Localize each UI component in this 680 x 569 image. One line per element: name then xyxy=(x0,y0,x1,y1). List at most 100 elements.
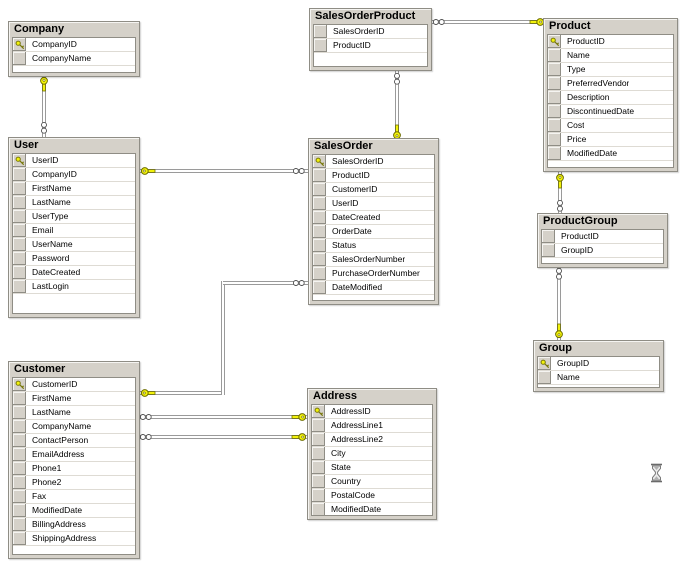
column-row-firstname[interactable]: FirstName xyxy=(13,182,135,196)
relationship-address-customer-billing-line[interactable] xyxy=(140,415,307,419)
column-row-lastlogin[interactable]: LastLogin xyxy=(13,280,135,294)
column-name: ProductID xyxy=(567,36,605,46)
row-selector xyxy=(312,503,325,515)
column-row-usertype[interactable]: UserType xyxy=(13,210,135,224)
column-row-modifieddate[interactable]: ModifiedDate xyxy=(548,147,673,161)
column-row-country[interactable]: Country xyxy=(312,475,432,489)
column-row-password[interactable]: Password xyxy=(13,252,135,266)
infinity-icon xyxy=(40,121,48,135)
column-row-shippingaddress[interactable]: ShippingAddress xyxy=(13,532,135,546)
column-row-phone1[interactable]: Phone1 xyxy=(13,462,135,476)
column-row-lastname[interactable]: LastName xyxy=(13,406,135,420)
column-row-salesordernumber[interactable]: SalesOrderNumber xyxy=(313,253,434,267)
relationship-user-salesorder-line[interactable] xyxy=(140,169,308,173)
relationship-customer-salesorder-line[interactable] xyxy=(223,281,308,285)
column-row-datecreated[interactable]: DateCreated xyxy=(13,266,135,280)
column-row-orderdate[interactable]: OrderDate xyxy=(313,225,434,239)
row-selector xyxy=(542,230,555,243)
column-row-state[interactable]: State xyxy=(312,461,432,475)
column-row-type[interactable]: Type xyxy=(548,63,673,77)
relationship-customer-salesorder-line[interactable] xyxy=(140,391,225,395)
column-row-addressid[interactable]: AddressID xyxy=(312,405,432,419)
column-row-productid[interactable]: ProductID xyxy=(548,35,673,49)
relationship-product-salesorderproduct-line[interactable] xyxy=(432,20,543,24)
column-row-companyname[interactable]: CompanyName xyxy=(13,52,135,66)
column-row-purchaseordernumber[interactable]: PurchaseOrderNumber xyxy=(313,267,434,281)
primary-key-icon xyxy=(312,405,325,418)
column-row-name[interactable]: Name xyxy=(548,49,673,63)
column-row-modifieddate[interactable]: ModifiedDate xyxy=(312,503,432,515)
column-name: ProductID xyxy=(332,170,370,180)
column-row-phone2[interactable]: Phone2 xyxy=(13,476,135,490)
column-row-userid[interactable]: UserID xyxy=(13,154,135,168)
column-row-email[interactable]: Email xyxy=(13,224,135,238)
relationship-product-productgroup-line[interactable] xyxy=(558,172,562,213)
table-title-user[interactable]: User xyxy=(14,139,39,151)
column-row-groupid[interactable]: GroupID xyxy=(542,244,663,258)
table-title-productgroup[interactable]: ProductGroup xyxy=(543,215,618,227)
column-row-lastname[interactable]: LastName xyxy=(13,196,135,210)
table-title-customer[interactable]: Customer xyxy=(14,363,66,375)
relationship-salesorder-salesorderproduct-line[interactable] xyxy=(395,71,399,138)
column-row-datemodified[interactable]: DateModified xyxy=(313,281,434,295)
table-title-address[interactable]: Address xyxy=(313,390,358,402)
column-row-billingaddress[interactable]: BillingAddress xyxy=(13,518,135,532)
column-row-preferredvendor[interactable]: PreferredVendor xyxy=(548,77,673,91)
column-row-discontinueddate[interactable]: DiscontinuedDate xyxy=(548,105,673,119)
relationship-company-user-line[interactable] xyxy=(42,77,46,137)
column-row-companyname[interactable]: CompanyName xyxy=(13,420,135,434)
column-row-username[interactable]: UserName xyxy=(13,238,135,252)
column-row-city[interactable]: City xyxy=(312,447,432,461)
column-row-companyid[interactable]: CompanyID xyxy=(13,38,135,52)
column-row-customerid[interactable]: CustomerID xyxy=(313,183,434,197)
column-name: AddressLine2 xyxy=(331,434,383,444)
column-row-addressline1[interactable]: AddressLine1 xyxy=(312,419,432,433)
column-row-price[interactable]: Price xyxy=(548,133,673,147)
column-row-description[interactable]: Description xyxy=(548,91,673,105)
column-row-emailaddress[interactable]: EmailAddress xyxy=(13,448,135,462)
column-row-firstname[interactable]: FirstName xyxy=(13,392,135,406)
relationship-customer-salesorder-line[interactable] xyxy=(221,281,225,395)
column-row-fax[interactable]: Fax xyxy=(13,490,135,504)
column-row-postalcode[interactable]: PostalCode xyxy=(312,489,432,503)
table-title-salesorder[interactable]: SalesOrder xyxy=(314,140,373,152)
relationship-address-customer-shipping-line[interactable] xyxy=(140,435,307,439)
row-selector xyxy=(13,266,26,279)
column-row-userid[interactable]: UserID xyxy=(313,197,434,211)
column-row-productid[interactable]: ProductID xyxy=(313,169,434,183)
column-name: GroupID xyxy=(557,358,590,368)
relationship-group-productgroup-line[interactable] xyxy=(557,267,561,340)
column-row-datecreated[interactable]: DateCreated xyxy=(313,211,434,225)
column-row-name[interactable]: Name xyxy=(538,371,659,385)
primary-key-icon xyxy=(13,38,26,51)
column-row-productid[interactable]: ProductID xyxy=(314,39,427,53)
column-row-contactperson[interactable]: ContactPerson xyxy=(13,434,135,448)
column-row-cost[interactable]: Cost xyxy=(548,119,673,133)
column-row-modifieddate[interactable]: ModifiedDate xyxy=(13,504,135,518)
column-row-status[interactable]: Status xyxy=(313,239,434,253)
column-row-addressline2[interactable]: AddressLine2 xyxy=(312,433,432,447)
column-row-salesorderid[interactable]: SalesOrderID xyxy=(313,155,434,169)
column-row-productid[interactable]: ProductID xyxy=(542,230,663,244)
table-title-group[interactable]: Group xyxy=(539,342,572,354)
column-row-companyid[interactable]: CompanyID xyxy=(13,168,135,182)
table-title-product[interactable]: Product xyxy=(549,20,591,32)
column-row-customerid[interactable]: CustomerID xyxy=(13,378,135,392)
column-row-salesorderid[interactable]: SalesOrderID xyxy=(314,25,427,39)
table-title-salesorderproduct[interactable]: SalesOrderProduct xyxy=(315,10,416,22)
column-row-groupid[interactable]: GroupID xyxy=(538,357,659,371)
table-title-company[interactable]: Company xyxy=(14,23,65,35)
column-name: Password xyxy=(32,253,70,263)
row-selector xyxy=(314,25,327,38)
